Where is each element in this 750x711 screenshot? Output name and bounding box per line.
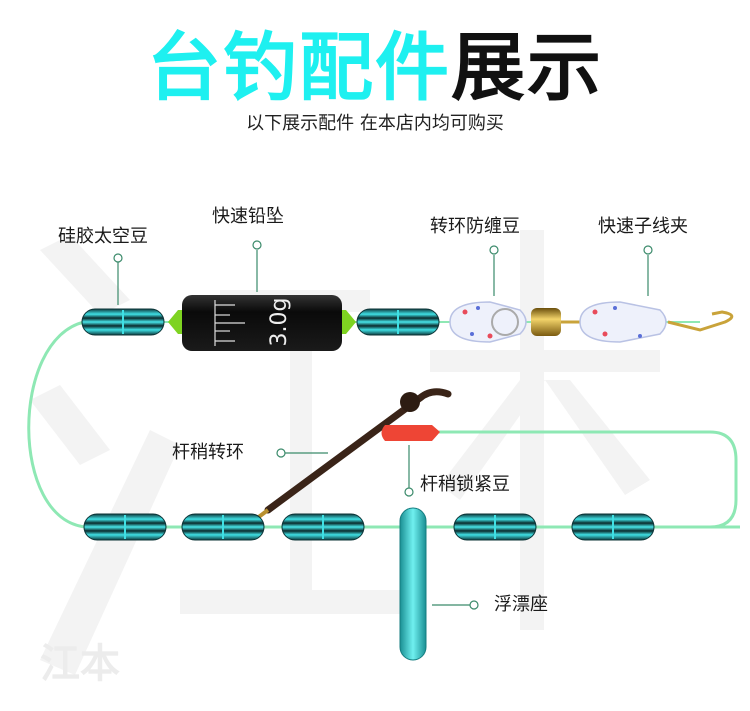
label-tip-swivel: 杆稍转环 — [172, 442, 244, 463]
sinker-cap-right — [342, 310, 356, 334]
watermark-stroke — [440, 380, 545, 500]
watermark-stroke — [430, 350, 660, 372]
cord-knot — [400, 392, 420, 412]
subtitle: 以下展示配件 在本店内均可购买 — [246, 113, 504, 134]
silicone-bead-2 — [356, 308, 440, 336]
silicone-bead-7 — [571, 513, 655, 541]
sinker-scale — [214, 300, 245, 346]
title-cyan: 台钓配件 — [147, 25, 451, 111]
sinker-cap-left — [168, 310, 182, 334]
page-title: 台钓配件展示 — [0, 26, 750, 110]
snap-clip — [579, 301, 734, 343]
watermark-stroke — [40, 235, 130, 315]
title-black: 展示 — [451, 25, 603, 111]
silicone-bead-5 — [281, 513, 365, 541]
tip-lock-bead — [381, 425, 440, 441]
watermark-stroke — [30, 385, 110, 465]
watermark-stroke — [520, 230, 544, 630]
fishing-line — [27, 320, 740, 529]
silicone-bead-6 — [453, 513, 537, 541]
quick-sinker — [182, 295, 342, 351]
silicone-bead-4 — [181, 513, 265, 541]
watermark-stroke — [40, 430, 180, 675]
silicone-bead — [81, 308, 165, 336]
label-snap-clip: 快速子线夹 — [598, 216, 688, 237]
label-silicone-bead: 硅胶太空豆 — [58, 226, 148, 247]
watermark: 江本 — [40, 641, 120, 687]
label-tip-lock-bead: 杆稍锁紧豆 — [420, 474, 510, 495]
brass-swivel — [531, 308, 561, 336]
label-swivel-bead: 转环防缠豆 — [430, 216, 520, 237]
sinker-weight: 3.0g — [267, 297, 292, 347]
swivel-bead — [449, 301, 527, 343]
label-float-seat: 浮漂座 — [494, 594, 548, 615]
fishing-line-loop — [430, 430, 738, 529]
tip-swivel-cord — [264, 388, 452, 514]
float-seat — [399, 507, 427, 661]
watermark-stroke — [545, 380, 650, 495]
watermark-stroke — [180, 590, 410, 614]
label-quick-sinker: 快速铅坠 — [212, 206, 284, 227]
silicone-bead-3 — [83, 513, 167, 541]
